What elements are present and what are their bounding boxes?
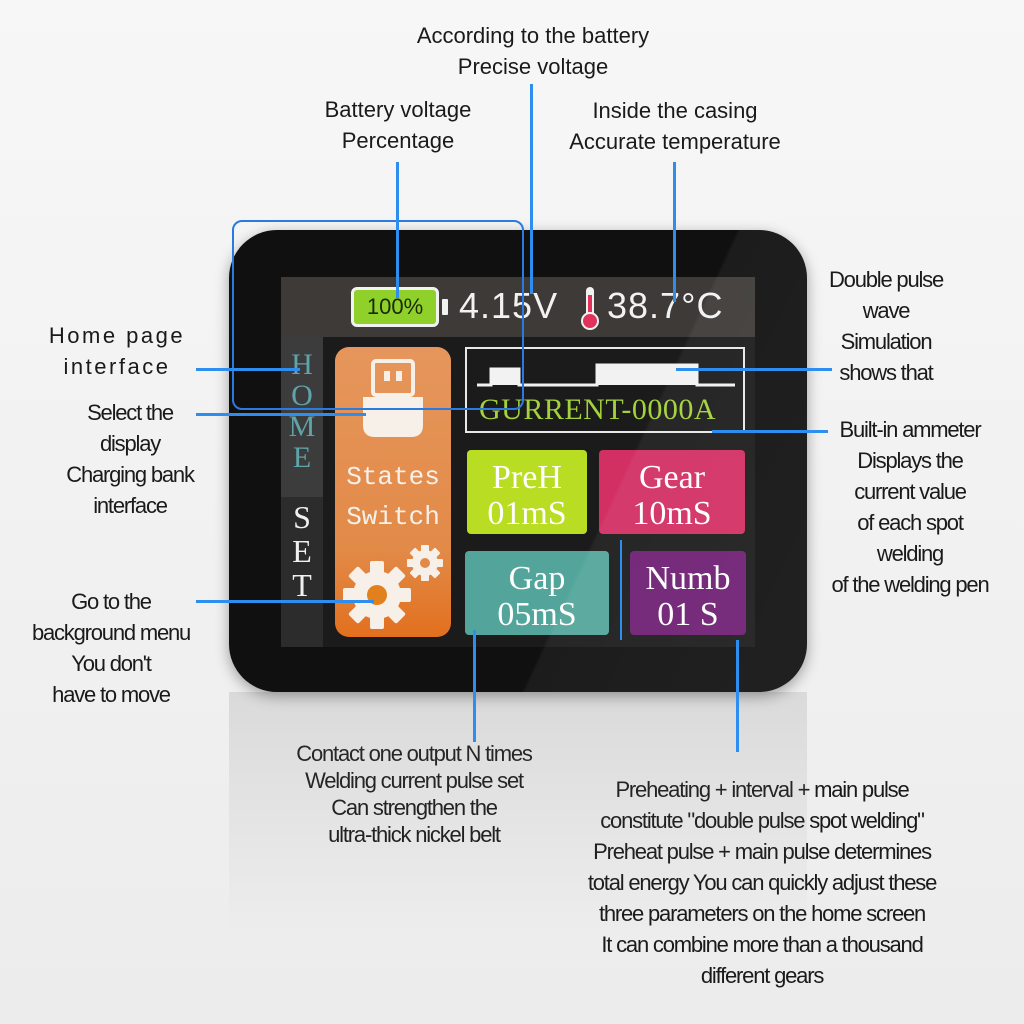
sidebar-home-label: H O M E	[288, 348, 316, 474]
leader-casing-temp	[673, 162, 676, 302]
voltage-readout: 4.15V	[459, 285, 559, 326]
battery-indicator: 100%	[351, 287, 439, 327]
annotation-battery-precise: According to the battery Precise voltage	[416, 23, 650, 79]
gear-tile[interactable]: Gear 10mS	[599, 450, 745, 534]
usb-drive-icon	[363, 359, 423, 437]
gap-value: 05mS	[497, 596, 577, 633]
leader-battery-precise	[530, 84, 533, 294]
leader-ammeter	[712, 430, 828, 433]
preheat-tile[interactable]: PreH 01mS	[467, 450, 587, 534]
annotation-preheating: Preheating + interval + main pulse const…	[587, 777, 937, 988]
highlight-link-line	[620, 540, 622, 640]
numb-label: Numb	[645, 560, 731, 597]
temperature-readout: 38.7°C	[607, 285, 724, 326]
states-switch-button[interactable]: States Switch	[335, 347, 451, 637]
annotation-home-page: Home page interface	[48, 323, 186, 379]
battery-percent: 100%	[366, 294, 424, 319]
annotation-ammeter: Built-in ammeter Displays the current va…	[831, 417, 990, 597]
sidebar-set-tab[interactable]: S E T	[292, 499, 312, 603]
annotation-background-menu: Go to the background menu You don't have…	[31, 589, 191, 707]
gap-tile[interactable]: Gap 05mS	[465, 551, 609, 635]
annotation-select-display: Select the display Charging bank interfa…	[66, 400, 195, 518]
battery-terminal-icon	[442, 299, 448, 315]
numb-tile[interactable]: Numb 01 S	[630, 551, 746, 635]
current-readout: GURRENT-0000A	[479, 393, 717, 426]
leader-background-menu	[196, 600, 374, 603]
leader-home-page	[196, 368, 300, 371]
settings-gear-icon[interactable]	[339, 537, 447, 633]
preheat-value: 01mS	[487, 495, 567, 532]
sidebar-home-tab[interactable]	[281, 337, 323, 497]
annotation-battery-percentage: Battery voltage Percentage	[324, 97, 472, 153]
leader-battery-percentage	[396, 162, 399, 298]
lcd-screen: 100% 4.15V 38.7°C H O M E S E T	[281, 277, 755, 647]
current-display: GURRENT-0000A	[465, 347, 745, 433]
leader-double-pulse	[676, 368, 832, 371]
numb-value: 01 S	[657, 596, 719, 633]
states-switch-label: States Switch	[346, 462, 440, 532]
status-bar: 100% 4.15V 38.7°C	[281, 277, 755, 337]
gear-value: 10mS	[632, 495, 712, 532]
annotation-contact-output: Contact one output N times Welding curre…	[296, 741, 533, 847]
leader-select-display	[196, 413, 366, 416]
gap-label: Gap	[508, 560, 566, 597]
annotation-double-pulse: Double pulse wave Simulation shows that	[828, 267, 944, 385]
leader-preheating	[736, 640, 739, 752]
sidebar: H O M E S E T	[281, 337, 323, 647]
annotation-casing-temp: Inside the casing Accurate temperature	[569, 98, 781, 154]
gear-label: Gear	[638, 459, 706, 496]
preheat-label: PreH	[492, 459, 562, 496]
thermometer-icon	[581, 287, 599, 330]
leader-contact-output	[473, 630, 476, 742]
welder-device: 100% 4.15V 38.7°C H O M E S E T	[229, 230, 807, 692]
double-pulse-wave-icon	[477, 363, 735, 387]
